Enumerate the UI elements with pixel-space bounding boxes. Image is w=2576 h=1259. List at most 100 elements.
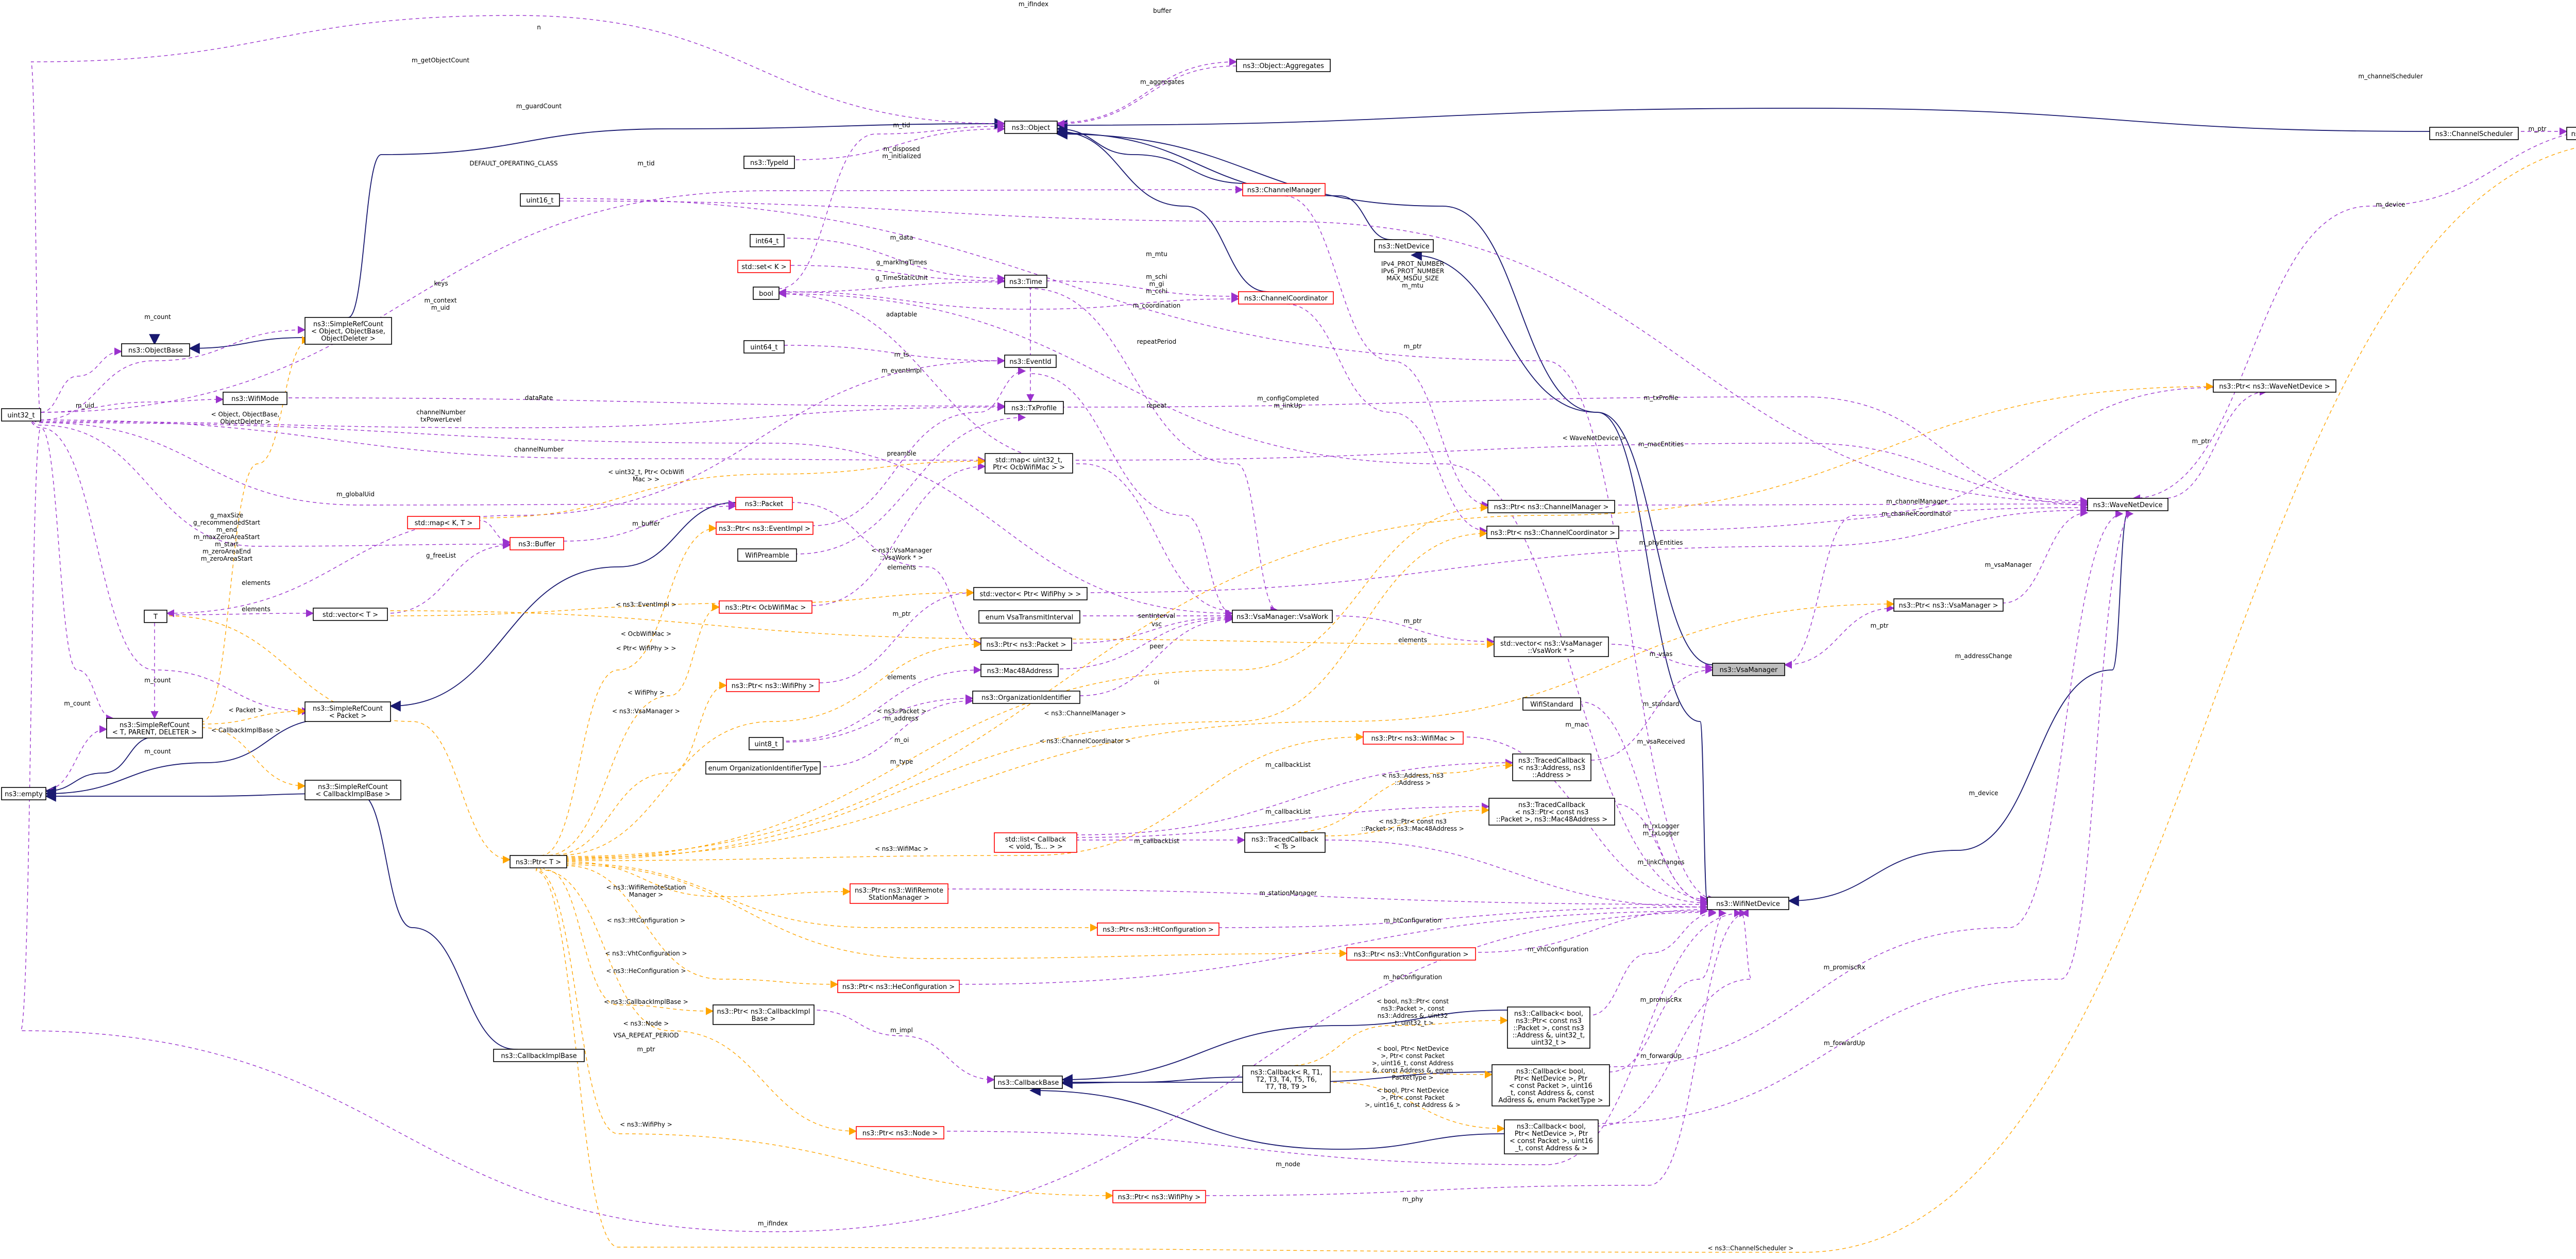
node-stdlist[interactable]: std::list< Callback< void, Ts... > > bbox=[994, 832, 1077, 853]
node-wifinetdevice[interactable]: ns3::WifiNetDevice bbox=[1707, 897, 1789, 910]
node-ptrwifimac[interactable]: ns3::Ptr< ns3::WifiMac > bbox=[1363, 731, 1464, 745]
node-setK[interactable]: std::set< K > bbox=[737, 260, 791, 273]
node-wifipreamble[interactable]: WifiPreamble bbox=[737, 548, 797, 562]
node-uint32[interactable]: uint32_t bbox=[1, 408, 41, 422]
node-label: ::Address > bbox=[1532, 771, 1571, 779]
node-buffer[interactable]: ns3::Buffer bbox=[510, 537, 564, 550]
node-ptrchsched[interactable]: ns3::Ptr< ns3::ChannelScheduler > bbox=[2566, 127, 2576, 140]
node-mapocb[interactable]: std::map< uint32_t,Ptr< OcbWifiMac > > bbox=[985, 453, 1073, 474]
node-enumvsa[interactable]: enum VsaTransmitInterval bbox=[978, 610, 1080, 624]
node-wifimode[interactable]: ns3::WifiMode bbox=[223, 392, 287, 405]
node-chsched[interactable]: ns3::ChannelScheduler bbox=[2429, 127, 2519, 140]
node-ptrvht[interactable]: ns3::Ptr< ns3::VhtConfiguration > bbox=[1346, 947, 1476, 961]
node-enumorg[interactable]: enum OrganizationIdentifierType bbox=[705, 761, 821, 775]
node-ptrocb[interactable]: ns3::Ptr< OcbWifiMac > bbox=[719, 600, 812, 614]
node-mapKT[interactable]: std::map< K, T > bbox=[407, 516, 480, 529]
node-cbtpl[interactable]: ns3::Callback< R, T1,T2, T3, T4, T5, T6,… bbox=[1242, 1065, 1331, 1093]
node-ptrwavend[interactable]: ns3::Ptr< ns3::WaveNetDevice > bbox=[2213, 379, 2336, 393]
node-uint16[interactable]: uint16_t bbox=[520, 193, 560, 207]
node-callbackbase[interactable]: ns3::CallbackBase bbox=[994, 1076, 1063, 1089]
node-chmgr[interactable]: ns3::ChannelManager bbox=[1242, 183, 1326, 196]
node-cbimplbase[interactable]: ns3::CallbackImplBase bbox=[493, 1049, 585, 1062]
node-ptrnode[interactable]: ns3::Ptr< ns3::Node > bbox=[856, 1126, 944, 1139]
node-bool[interactable]: bool bbox=[753, 287, 779, 300]
node-srcobj[interactable]: ns3::SimpleRefCount< Object, ObjectBase,… bbox=[304, 317, 392, 345]
node-cbA[interactable]: ns3::Callback< bool,ns3::Ptr< const ns3:… bbox=[1507, 1006, 1590, 1049]
node-txprofile[interactable]: ns3::TxProfile bbox=[1004, 401, 1064, 414]
node-label: ns3::Ptr< ns3::Packet > bbox=[987, 641, 1066, 649]
edge-label-l-maxsize: g_maxSize bbox=[210, 512, 243, 519]
node-uint64[interactable]: uint64_t bbox=[743, 340, 785, 354]
node-label: ns3::TypeId bbox=[750, 159, 788, 167]
node-label: ns3::Ptr< ns3::CallbackImpl bbox=[717, 1008, 810, 1016]
edge-label-l-defop: DEFAULT_OPERATING_CLASS bbox=[469, 160, 557, 167]
node-objectbase[interactable]: ns3::ObjectBase bbox=[121, 343, 190, 357]
node-ptrpacket[interactable]: ns3::Ptr< ns3::Packet > bbox=[980, 637, 1072, 651]
node-eventid[interactable]: ns3::EventId bbox=[1004, 355, 1057, 368]
node-int64[interactable]: int64_t bbox=[750, 234, 785, 247]
edge-use-uint32-wifimode bbox=[21, 395, 224, 415]
edge-label-l-tid2: m_tid bbox=[637, 160, 654, 167]
edge-label-l-impl: m_impl bbox=[890, 1027, 913, 1034]
node-chcoord[interactable]: ns3::ChannelCoordinator bbox=[1238, 291, 1334, 305]
node-srccbimpl[interactable]: ns3::SimpleRefCount< CallbackImplBase > bbox=[304, 780, 401, 800]
node-packet[interactable]: ns3::Packet bbox=[735, 497, 793, 510]
node-vsawork[interactable]: ns3::VsaManager::VsaWork bbox=[1232, 610, 1333, 623]
node-label: ::VsaWork * > bbox=[1528, 647, 1575, 655]
node-time[interactable]: ns3::Time bbox=[1004, 275, 1047, 288]
node-srcpacket[interactable]: ns3::SimpleRefCount< Packet > bbox=[304, 701, 391, 722]
edge-tpl-ptrT-ptrchmgr bbox=[538, 503, 1489, 862]
edge-use-time-vsawork bbox=[1025, 281, 1279, 614]
node-label: ns3::EventId bbox=[1009, 358, 1051, 366]
node-ptrwifiphy2[interactable]: ns3::Ptr< ns3::WifiPhy > bbox=[1112, 1190, 1206, 1203]
node-label: ns3::Ptr< ns3::WifiPhy > bbox=[1118, 1194, 1201, 1201]
node-label: ns3::VsaManager bbox=[1720, 666, 1778, 674]
edge-label-l-vsamanager: m_vsaManager bbox=[1985, 561, 2032, 568]
node-wavenetdevice[interactable]: ns3::WaveNetDevice bbox=[2087, 498, 2168, 511]
node-ptrrsm[interactable]: ns3::Ptr< ns3::WifiRemoteStationManager … bbox=[850, 883, 948, 904]
node-uint8[interactable]: uint8_t bbox=[749, 737, 784, 750]
edge-tpl-ptrT-ptrcbimpl bbox=[538, 861, 714, 1015]
node-netdevice[interactable]: ns3::NetDevice bbox=[1374, 239, 1434, 253]
node-ptrevimpl[interactable]: ns3::Ptr< ns3::EventImpl > bbox=[716, 522, 814, 535]
node-ptrT[interactable]: ns3::Ptr< T > bbox=[510, 855, 567, 868]
edge-tpl-ptrT-ptrpacket bbox=[538, 640, 982, 862]
edge-label-l-ipv6: IPv6_PROT_NUMBER bbox=[1381, 267, 1444, 275]
node-vsamanager[interactable]: ns3::VsaManager bbox=[1712, 663, 1785, 676]
node-vectorT[interactable]: std::vector< T > bbox=[313, 608, 388, 621]
node-object[interactable]: ns3::Object bbox=[1004, 121, 1058, 134]
node-ptrhe[interactable]: ns3::Ptr< ns3::HeConfiguration > bbox=[837, 980, 960, 993]
node-T[interactable]: T bbox=[144, 610, 167, 623]
node-ptrht[interactable]: ns3::Ptr< ns3::HtConfiguration > bbox=[1097, 922, 1219, 936]
node-cbB[interactable]: ns3::Callback< bool,Ptr< NetDevice >, Pt… bbox=[1492, 1064, 1610, 1106]
node-vecvsawork[interactable]: std::vector< ns3::VsaManager::VsaWork * … bbox=[1494, 636, 1609, 657]
edge-label-l-ptr5: m_ptr bbox=[1871, 622, 1889, 629]
node-ptrwifiphy1[interactable]: ns3::Ptr< ns3::WifiPhy > bbox=[726, 679, 820, 692]
node-label: T bbox=[153, 613, 158, 621]
node-wifistd[interactable]: WifiStandard bbox=[1522, 697, 1581, 711]
node-typeid[interactable]: ns3::TypeId bbox=[743, 156, 795, 169]
node-vecphy[interactable]: std::vector< Ptr< WifiPhy > > bbox=[973, 587, 1088, 600]
edge-label-l-maxzea: m_maxZeroAreaStart bbox=[194, 533, 260, 541]
node-aggregates[interactable]: ns3::Object::Aggregates bbox=[1236, 59, 1331, 72]
node-label: < Packet > bbox=[329, 712, 367, 720]
node-srctpl[interactable]: ns3::SimpleRefCount< T, PARENT, DELETER … bbox=[106, 718, 203, 738]
node-ptrchmgr[interactable]: ns3::Ptr< ns3::ChannelManager > bbox=[1487, 500, 1615, 513]
node-orgid[interactable]: ns3::OrganizationIdentifier bbox=[972, 691, 1080, 704]
node-ptrcbimpl[interactable]: ns3::Ptr< ns3::CallbackImplBase > bbox=[713, 1004, 815, 1025]
node-label: ns3::Ptr< const ns3 bbox=[1516, 1017, 1582, 1025]
node-label: ns3::Ptr< ns3::ChannelManager > bbox=[1494, 503, 1609, 511]
edge-label-l-macentities: m_macEntities bbox=[1638, 441, 1684, 448]
edge-label-l-rsm2: Manager > bbox=[629, 891, 663, 898]
node-tcb2[interactable]: ns3::TracedCallback< ns3::Ptr< const ns3… bbox=[1488, 798, 1615, 826]
edge-label-l-chnum: channelNumber bbox=[416, 409, 466, 416]
node-empty[interactable]: ns3::empty bbox=[1, 787, 46, 800]
edge-label-l-ptr6: m_ptr bbox=[637, 1046, 655, 1053]
node-cbC[interactable]: ns3::Callback< bool,Ptr< NetDevice >, Pt… bbox=[1504, 1119, 1599, 1154]
node-ptrchcoord[interactable]: ns3::Ptr< ns3::ChannelCoordinator > bbox=[1486, 526, 1619, 539]
node-tcb1[interactable]: ns3::TracedCallback< ns3::Address, ns3::… bbox=[1512, 753, 1591, 781]
node-macaddr[interactable]: ns3::Mac48Address bbox=[980, 664, 1059, 677]
node-tcbts[interactable]: ns3::TracedCallback< Ts > bbox=[1244, 832, 1326, 853]
node-ptrvsamgr[interactable]: ns3::Ptr< ns3::VsaManager > bbox=[1893, 598, 2004, 612]
